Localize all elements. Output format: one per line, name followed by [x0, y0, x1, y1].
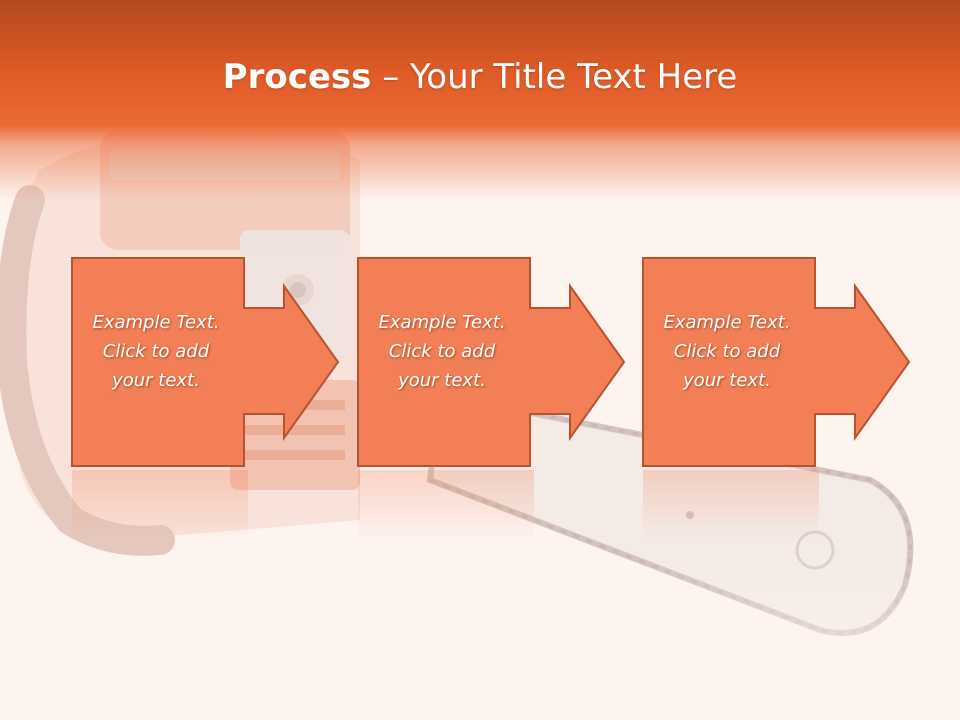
step-reflection: [358, 470, 534, 540]
step-arrow-shape: [71, 257, 340, 467]
step-text-line: your text.: [683, 370, 771, 391]
title-rest: Your Title Text Here: [410, 57, 738, 97]
process-step-1[interactable]: Example Text. Click to add your text.: [70, 256, 342, 468]
step-text-line: Example Text.: [378, 312, 506, 333]
process-step-2[interactable]: Example Text. Click to add your text.: [356, 256, 628, 468]
step-reflection: [643, 470, 819, 540]
process-step-3[interactable]: Example Text. Click to add your text.: [641, 256, 913, 468]
step-arrow-shape: [642, 257, 911, 467]
title-bold: Process: [222, 57, 372, 97]
step-text-line: Click to add: [102, 341, 210, 362]
header-band: [0, 0, 960, 200]
step-reflection: [72, 470, 248, 540]
step-text-line: Click to add: [388, 341, 496, 362]
step-arrow-shape: [357, 257, 626, 467]
slide-title[interactable]: Process – Your Title Text Here: [0, 52, 960, 102]
step-text-line: Example Text.: [663, 312, 791, 333]
step-text[interactable]: Example Text. Click to add your text.: [641, 308, 813, 395]
step-text-line: Example Text.: [92, 312, 220, 333]
step-text[interactable]: Example Text. Click to add your text.: [70, 308, 242, 395]
step-text-line: your text.: [112, 370, 200, 391]
step-text[interactable]: Example Text. Click to add your text.: [356, 308, 528, 395]
step-text-line: your text.: [398, 370, 486, 391]
step-text-line: Click to add: [673, 341, 781, 362]
title-dash: –: [371, 57, 411, 97]
